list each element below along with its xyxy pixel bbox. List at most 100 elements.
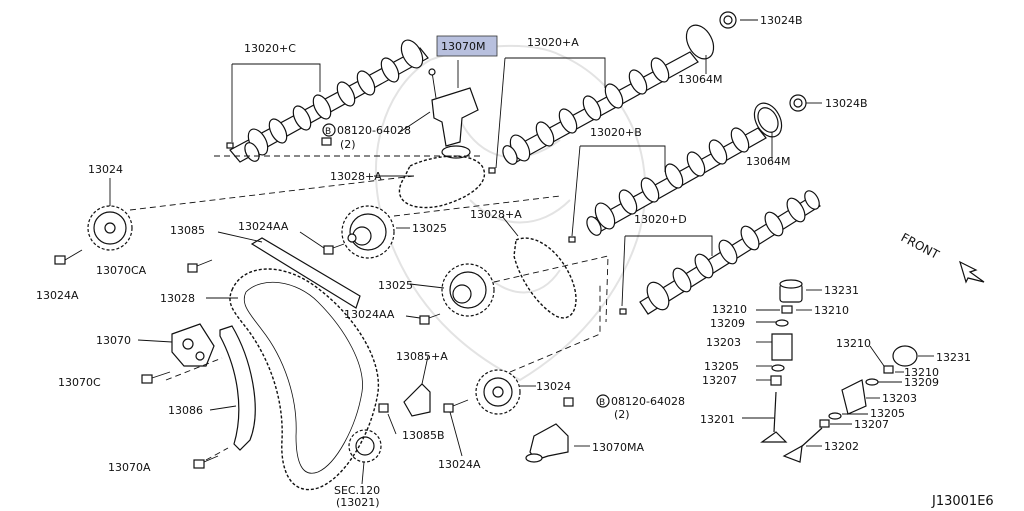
label-lifter-2: 13231 [936, 351, 971, 364]
label-bolt-bottom: 08120-64028 [611, 395, 685, 408]
label-cam-a: 13020+A [527, 36, 579, 49]
label-bolt-bottom-qty: (2) [614, 408, 630, 421]
label-seal-2: 13207 [854, 418, 889, 431]
label-sprocket-cam2: 13025 [378, 279, 413, 292]
label-seat-2: 13205 [870, 407, 905, 420]
sprocket-right-13024 [475, 369, 521, 415]
bolt-13085b [378, 403, 389, 413]
label-sprocket-right: 13024 [536, 380, 571, 393]
tensioner-13070 [171, 323, 215, 367]
camshaft-d [639, 190, 821, 315]
sprocket-left-13024 [87, 205, 133, 251]
dashed-assembly-lines [129, 155, 609, 461]
label-cap-b-top: 13024B [760, 14, 803, 27]
main-timing-chain [229, 268, 380, 491]
tension-guide-13086 [219, 325, 256, 451]
bolt-mark-bottom: B [599, 398, 605, 408]
label-chain-guide-a2: 13028+A [470, 208, 522, 221]
label-13070m[interactable]: 13070M [441, 40, 485, 53]
label-sprocket-left: 13024 [88, 163, 123, 176]
label-retainer-2: 13209 [904, 376, 939, 389]
tensioner-13070ma [525, 423, 569, 463]
label-ring-top: 13064M [678, 73, 722, 86]
bolt-mark-top-icon [322, 123, 336, 137]
label-bolt-a: 13024A [36, 289, 79, 302]
label-front: FRONT [899, 230, 942, 262]
bolt-08120-bottom [563, 397, 574, 407]
ring-13064m-mid [757, 107, 779, 133]
crank-sprocket [348, 429, 382, 463]
label-tensioner: 13070 [96, 334, 131, 347]
dowel-pin-a [488, 167, 496, 174]
label-ring-mid: 13064M [746, 155, 790, 168]
label-tensioner-ma: 13070MA [592, 441, 644, 454]
bolt-13024a-left [54, 249, 83, 265]
label-bolt-c: 13070C [58, 376, 101, 389]
label-sec-ref: (13021) [336, 496, 380, 509]
bolt-mark-top: B [325, 127, 331, 137]
dowel-pin-c [226, 142, 234, 149]
labels: 13020+C 13070M 13020+A 13024B 13064M 130… [36, 14, 994, 509]
label-bolt-top: 08120-64028 [337, 124, 411, 137]
camshaft-c [229, 39, 429, 163]
dowel-pin-b [568, 236, 576, 243]
front-arrow-icon [959, 260, 985, 284]
figure-id: J13001E6 [931, 494, 994, 509]
label-sec: SEC.120 [334, 484, 380, 497]
label-bolt-24a: 13024A [438, 458, 481, 471]
chain-28a-left [398, 155, 485, 209]
label-guide: 13085 [170, 224, 205, 237]
label-bolt-ca: 13070CA [96, 264, 147, 277]
label-sprocket-cam1-bolt: 13024AA [238, 220, 289, 233]
dowel-pin-d [619, 308, 627, 315]
chain-28a-right [513, 237, 577, 319]
label-cam-d: 13020+D [634, 213, 687, 226]
label-collet-2b: 13210 [904, 366, 939, 379]
leader-lines [109, 19, 934, 485]
label-seal-1: 13207 [702, 374, 737, 387]
bolt-13024aa-2 [419, 313, 441, 325]
bolt-13024a-right [443, 399, 469, 413]
bolt-08120-top-part [321, 137, 332, 146]
label-seat-1: 13205 [704, 360, 739, 373]
label-collet-1a: 13210 [712, 303, 747, 316]
valve-assembly-left [760, 279, 803, 443]
main-timing-chain-inner [243, 281, 363, 474]
label-spring-1: 13203 [706, 336, 741, 349]
label-spring-2: 13203 [882, 392, 917, 405]
sprocket-cam2-13025 [441, 263, 495, 317]
chain-guide-13085 [250, 237, 361, 309]
label-collet-2a: 13210 [836, 337, 871, 350]
guide-85a-part [403, 383, 431, 417]
label-cam-b: 13020+B [590, 126, 642, 139]
label-collet-1b: 13210 [814, 304, 849, 317]
label-valve-1: 13201 [700, 413, 735, 426]
label-retainer-1: 13209 [710, 317, 745, 330]
label-cam-c: 13020+C [244, 42, 296, 55]
bolt-mark-bottom-icon [596, 394, 610, 408]
label-sprocket-cam2-bolt: 13024AA [344, 308, 395, 321]
camshaft-a [502, 24, 715, 165]
label-chain-guide-a1: 13028+A [330, 170, 382, 183]
label-bolt-85b: 13085B [402, 429, 445, 442]
label-lifter-1: 13231 [824, 284, 859, 297]
label-sprocket-cam1: 13025 [412, 222, 447, 235]
bolt-13070a [193, 455, 219, 469]
bolt-13024aa-1 [323, 243, 345, 255]
camshaft-b [586, 102, 783, 236]
cam-cap-mid [789, 94, 807, 112]
label-guide-85a: 13085+A [396, 350, 448, 363]
label-tension-guide: 13086 [168, 404, 203, 417]
tensioner-13070m-part [428, 68, 479, 159]
label-chain-main: 13028 [160, 292, 195, 305]
bolt-13070c [141, 371, 171, 384]
bolt-13070ca [187, 259, 213, 273]
cam-cap-top [719, 11, 737, 29]
valve-assembly-right [782, 345, 918, 463]
label-bolt-top-qty: (2) [340, 138, 356, 151]
label-bolt-ta: 13070A [108, 461, 151, 474]
label-cap-b-mid: 13024B [825, 97, 868, 110]
highlight-box-13070m [436, 35, 498, 57]
label-valve-2: 13202 [824, 440, 859, 453]
